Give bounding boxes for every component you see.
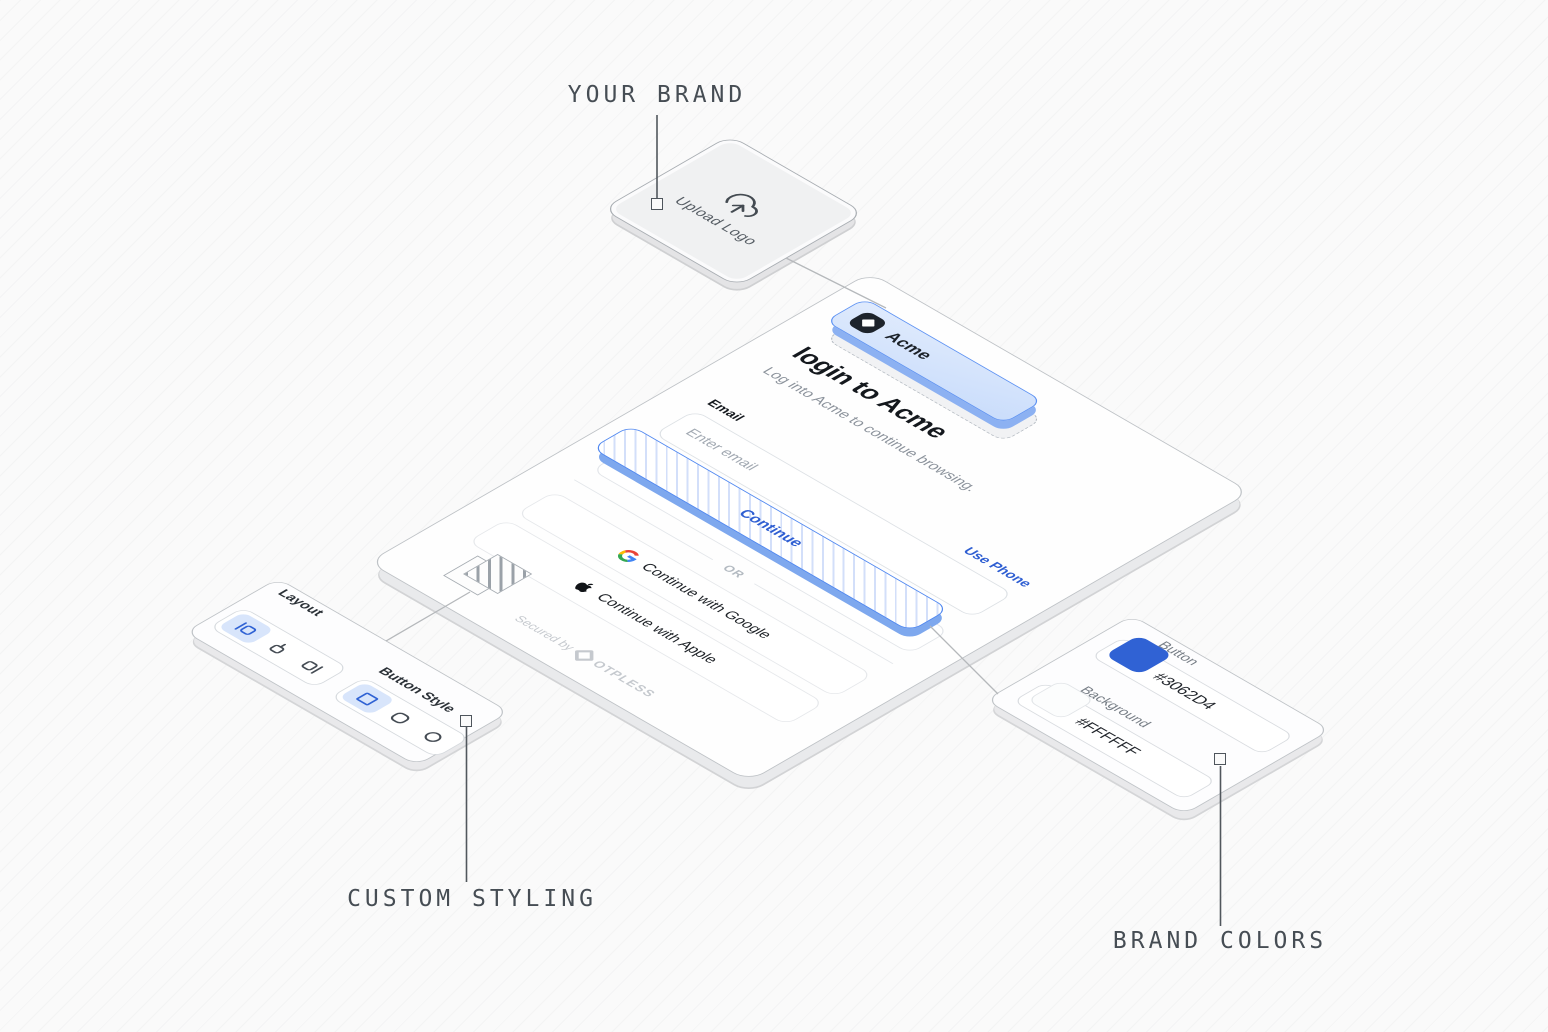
- layout-right-icon: [301, 660, 324, 674]
- upload-logo-card[interactable]: Upload Logo: [601, 135, 866, 287]
- button-style-option-pill[interactable]: [404, 720, 461, 753]
- layout-center-icon: [269, 643, 287, 653]
- layout-option-logo-right[interactable]: [283, 650, 340, 683]
- layout-label: Layout: [274, 587, 329, 618]
- layout-option-logo-left[interactable]: [217, 612, 275, 645]
- corner-rounded-icon: [390, 712, 410, 723]
- custom-styling-label: CUSTOM STYLING: [347, 886, 597, 912]
- brand-colors-label: BRAND COLORS: [1112, 928, 1328, 954]
- your-brand-marker: [651, 198, 663, 210]
- brand-chip[interactable]: Acme: [824, 298, 1044, 424]
- corner-square-icon: [356, 692, 379, 705]
- brand-colors-panel: Button #3062D4 Background #FFFFFF: [984, 615, 1332, 815]
- brand-chip-label: Acme: [880, 329, 937, 363]
- button-style-option-rounded[interactable]: [372, 701, 429, 734]
- continue-with-apple-button[interactable]: Continue with Apple: [467, 519, 825, 726]
- otpless-brand-label: OTPLESS: [589, 658, 660, 699]
- layout-segmented-control: [208, 607, 350, 688]
- corner-pill-icon: [424, 731, 442, 742]
- upload-cloud-icon: [725, 193, 759, 217]
- layout-option-logo-top[interactable]: [250, 631, 307, 664]
- login-preview-card: Acme login to Acme Log into Acme to cont…: [367, 272, 1252, 782]
- button-style-segmented-control: [329, 677, 471, 758]
- otpless-icon: [574, 650, 594, 661]
- brand-colors-marker: [1214, 753, 1226, 765]
- acme-logo-icon: [846, 310, 890, 336]
- button-color-hex: #3062D4: [1148, 671, 1220, 712]
- custom-styling-marker: [460, 715, 472, 727]
- layout-left-icon: [234, 621, 257, 635]
- or-divider-label: OR: [719, 563, 749, 580]
- continue-with-google-button[interactable]: Continue with Google: [515, 491, 874, 698]
- custom-styling-panel: Layout Button Style: [184, 578, 511, 766]
- your-brand-label: YOUR BRAND: [567, 82, 747, 108]
- secured-by-label: Secured by: [511, 613, 579, 653]
- apple-icon: [575, 582, 594, 593]
- google-icon: [617, 549, 639, 562]
- button-style-option-square[interactable]: [338, 682, 396, 715]
